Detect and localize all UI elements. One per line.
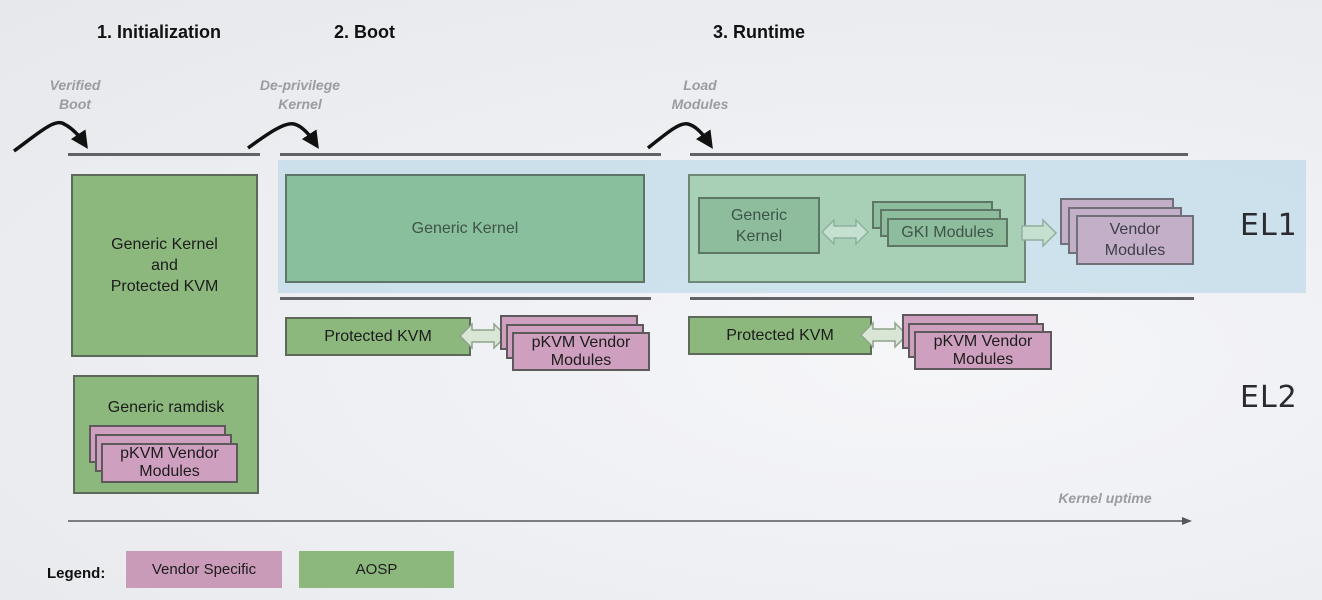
box-line: Generic (730, 206, 788, 224)
generic-kernel-and-pkvm-box: Generic Kernel and Protected KVM (71, 174, 258, 357)
boot-generic-kernel-box: Generic Kernel (285, 174, 645, 283)
box-line: Kernel (735, 227, 783, 245)
transition-label-deprivilege-kernel: De-privilege Kernel (245, 76, 355, 114)
runtime-pkvm-vendor-modules-box: pKVM Vendor Modules (914, 331, 1052, 370)
double-arrow-icon (820, 218, 870, 246)
transition-line: Verified (49, 77, 101, 93)
phase-divider-line (690, 153, 1188, 156)
box-line: Modules (952, 350, 1014, 368)
legend-aosp: AOSP (299, 551, 454, 588)
box-line: pKVM Vendor (933, 332, 1033, 350)
curved-arrow-icon (12, 120, 88, 153)
arrowhead-icon (1182, 517, 1192, 525)
legend-vendor-specific: Vendor Specific (126, 551, 282, 588)
box-line: Vendor (1109, 221, 1161, 238)
vendor-modules-box: Vendor Modules (1076, 215, 1194, 265)
box-line: Modules (550, 351, 612, 369)
box-line: Protected KVM (110, 278, 219, 295)
box-line: and (151, 257, 178, 274)
phase-title-boot: 2. Boot (334, 22, 395, 42)
boot-protected-kvm-box: Protected KVM (285, 317, 471, 356)
box-line: Modules (139, 463, 200, 480)
boot-pkvm-vendor-modules-box: pKVM Vendor Modules (512, 332, 650, 371)
transition-line: Modules (671, 96, 729, 112)
legend-label: Legend: (47, 565, 106, 582)
el-divider-line (690, 297, 1194, 300)
pkvm-vendor-modules-box: pKVM Vendor Modules (101, 443, 238, 483)
phase-divider-line (280, 153, 661, 156)
box-line: Generic Kernel (111, 236, 218, 253)
transition-line: Load (683, 77, 717, 93)
box-line: Modules (1104, 242, 1166, 259)
runtime-protected-kvm-box: Protected KVM (688, 316, 872, 355)
ramdisk-title: Generic ramdisk (107, 399, 225, 416)
phase-title-initialization: 1. Initialization (97, 22, 222, 42)
timeline-arrow (68, 517, 1192, 525)
transition-label-verified-boot: Verified Boot (30, 76, 120, 114)
runtime-generic-kernel-box: Generic Kernel (698, 197, 820, 254)
transition-line: De-privilege (259, 77, 341, 93)
gki-modules-box: GKI Modules (887, 218, 1008, 247)
transition-line: Boot (59, 96, 91, 112)
curved-arrow-icon (646, 122, 713, 150)
right-arrow-icon (1021, 218, 1058, 248)
kernel-uptime-label: Kernel uptime (1058, 490, 1152, 506)
curved-arrow-icon (246, 122, 319, 150)
phase-title-runtime: 3. Runtime (713, 22, 806, 42)
phase-divider-line (68, 153, 260, 156)
el-divider-line (280, 297, 651, 300)
transition-label-load-modules: Load Modules (655, 76, 745, 114)
box-line: pKVM Vendor (120, 445, 219, 462)
el1-label: EL1 (1240, 208, 1298, 243)
el2-label: EL2 (1240, 380, 1298, 415)
box-line: pKVM Vendor (531, 333, 631, 351)
transition-line: Kernel (278, 96, 322, 112)
